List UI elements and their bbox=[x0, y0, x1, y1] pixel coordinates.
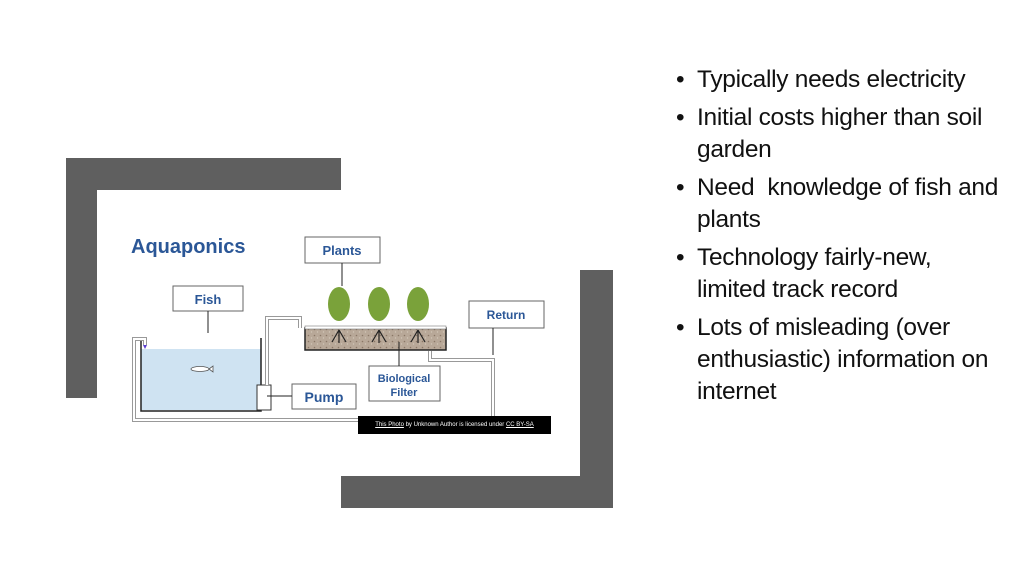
bullet-item: •Technology fairly-new, limited track re… bbox=[676, 244, 932, 303]
svg-text:Return: Return bbox=[487, 308, 526, 322]
pump bbox=[256, 384, 272, 411]
grow-bed bbox=[304, 327, 447, 351]
diagram-title: Aquaponics bbox=[131, 236, 245, 258]
bullet-icon: • bbox=[676, 174, 685, 201]
bullet-icon: • bbox=[676, 244, 685, 271]
svg-text:Plants: Plants bbox=[322, 243, 361, 258]
license-link[interactable]: CC BY-SA bbox=[505, 422, 534, 428]
aquaponics-diagram: Aquaponics bbox=[131, 236, 545, 422]
bullet-item: •Typically needs electricity bbox=[676, 64, 1006, 96]
aquaponics-diagram-image: Aquaponics bbox=[97, 190, 580, 476]
fish-icon bbox=[190, 365, 214, 373]
label-biological-filter: Biological Filter bbox=[368, 342, 441, 402]
bullet-icon: • bbox=[676, 104, 685, 131]
svg-text:Fish: Fish bbox=[195, 292, 222, 307]
bullet-icon: • bbox=[676, 314, 685, 341]
image-attribution: This Photo by Unknown Author is licensed… bbox=[358, 416, 551, 434]
bullet-icon: • bbox=[676, 66, 685, 93]
svg-text:Pump: Pump bbox=[305, 389, 344, 405]
plants bbox=[328, 287, 429, 343]
bullet-list: •Typically needs electricity •Initial co… bbox=[676, 64, 1006, 414]
fish-tank bbox=[140, 338, 262, 412]
fish-tank-water bbox=[141, 349, 261, 410]
photo-link[interactable]: This Photo bbox=[375, 422, 404, 428]
label-fish: Fish bbox=[172, 285, 244, 333]
svg-text:Biological: Biological bbox=[378, 373, 431, 385]
bullet-item: •Lots of misleading (over enthusiastic) … bbox=[676, 314, 989, 405]
svg-text:Filter: Filter bbox=[391, 387, 419, 399]
attribution-text: by Unknown Author is licensed under bbox=[403, 422, 506, 428]
bullet-item: •Initial costs higher than soil garden bbox=[676, 104, 983, 163]
label-pump: Pump bbox=[267, 383, 357, 410]
bullet-item: •Need knowledge of fish and plants bbox=[676, 174, 1005, 233]
pipe-pump-up bbox=[265, 316, 302, 385]
label-return: Return bbox=[468, 300, 545, 355]
label-plants: Plants bbox=[304, 236, 381, 286]
